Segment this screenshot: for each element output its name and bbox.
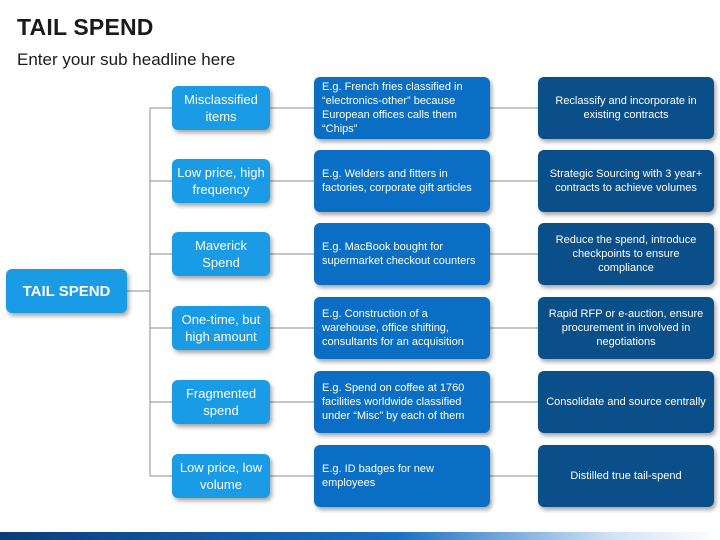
category-label: Misclassified items	[184, 92, 258, 124]
action-text: Reclassify and incorporate in existing c…	[555, 95, 697, 121]
example-text: E.g. Construction of a warehouse, office…	[322, 308, 464, 348]
example-node-low-price-low-volume: E.g. ID badges for new employees	[314, 445, 490, 507]
page-title: TAIL SPEND	[17, 14, 154, 40]
action-text: Reduce the spend, introduce checkpoints …	[555, 234, 697, 274]
action-node-low-price-low-volume: Distilled true tail-spend	[538, 445, 714, 507]
example-node-one-time-high-amount: E.g. Construction of a warehouse, office…	[314, 297, 490, 359]
category-node-maverick-spend: Maverick Spend	[172, 232, 270, 276]
action-node-maverick-spend: Reduce the spend, introduce checkpoints …	[538, 223, 714, 285]
action-text: Consolidate and source centrally	[546, 396, 706, 408]
category-label: Fragmented spend	[185, 386, 257, 418]
example-text: E.g. MacBook bought for supermarket chec…	[322, 241, 476, 267]
page-subtitle: Enter your sub headline here	[17, 50, 236, 69]
example-node-fragmented-spend: E.g. Spend on coffee at 1760 facilities …	[314, 371, 490, 433]
category-label: Low price, high frequency	[177, 165, 265, 197]
action-node-misclassified: Reclassify and incorporate in existing c…	[538, 77, 714, 139]
category-node-fragmented-spend: Fragmented spend	[172, 380, 270, 424]
category-node-low-price-high-frequency: Low price, high frequency	[172, 159, 270, 203]
category-node-misclassified: Misclassified items	[172, 86, 270, 130]
action-text: Strategic Sourcing with 3 year+ contract…	[549, 168, 703, 194]
example-text: E.g. Welders and fitters in factories, c…	[322, 168, 472, 194]
example-text: E.g. ID badges for new employees	[322, 463, 434, 489]
category-label: Maverick Spend	[194, 238, 247, 270]
root-node: TAIL SPEND	[6, 269, 127, 313]
action-node-one-time-high-amount: Rapid RFP or e-auction, ensure procureme…	[538, 297, 714, 359]
example-text: E.g. French fries classified in “electro…	[322, 81, 463, 135]
footer-gradient-bar	[0, 532, 720, 540]
category-label: Low price, low volume	[179, 460, 263, 492]
action-text: Distilled true tail-spend	[570, 470, 682, 482]
example-node-misclassified: E.g. French fries classified in “electro…	[314, 77, 490, 139]
action-text: Rapid RFP or e-auction, ensure procureme…	[548, 308, 704, 348]
action-node-fragmented-spend: Consolidate and source centrally	[538, 371, 714, 433]
category-node-low-price-low-volume: Low price, low volume	[172, 454, 270, 498]
action-node-low-price-high-frequency: Strategic Sourcing with 3 year+ contract…	[538, 150, 714, 212]
category-label: One-time, but high amount	[181, 312, 261, 344]
category-node-one-time-high-amount: One-time, but high amount	[172, 306, 270, 350]
example-node-low-price-high-frequency: E.g. Welders and fitters in factories, c…	[314, 150, 490, 212]
example-node-maverick-spend: E.g. MacBook bought for supermarket chec…	[314, 223, 490, 285]
example-text: E.g. Spend on coffee at 1760 facilities …	[322, 382, 465, 422]
